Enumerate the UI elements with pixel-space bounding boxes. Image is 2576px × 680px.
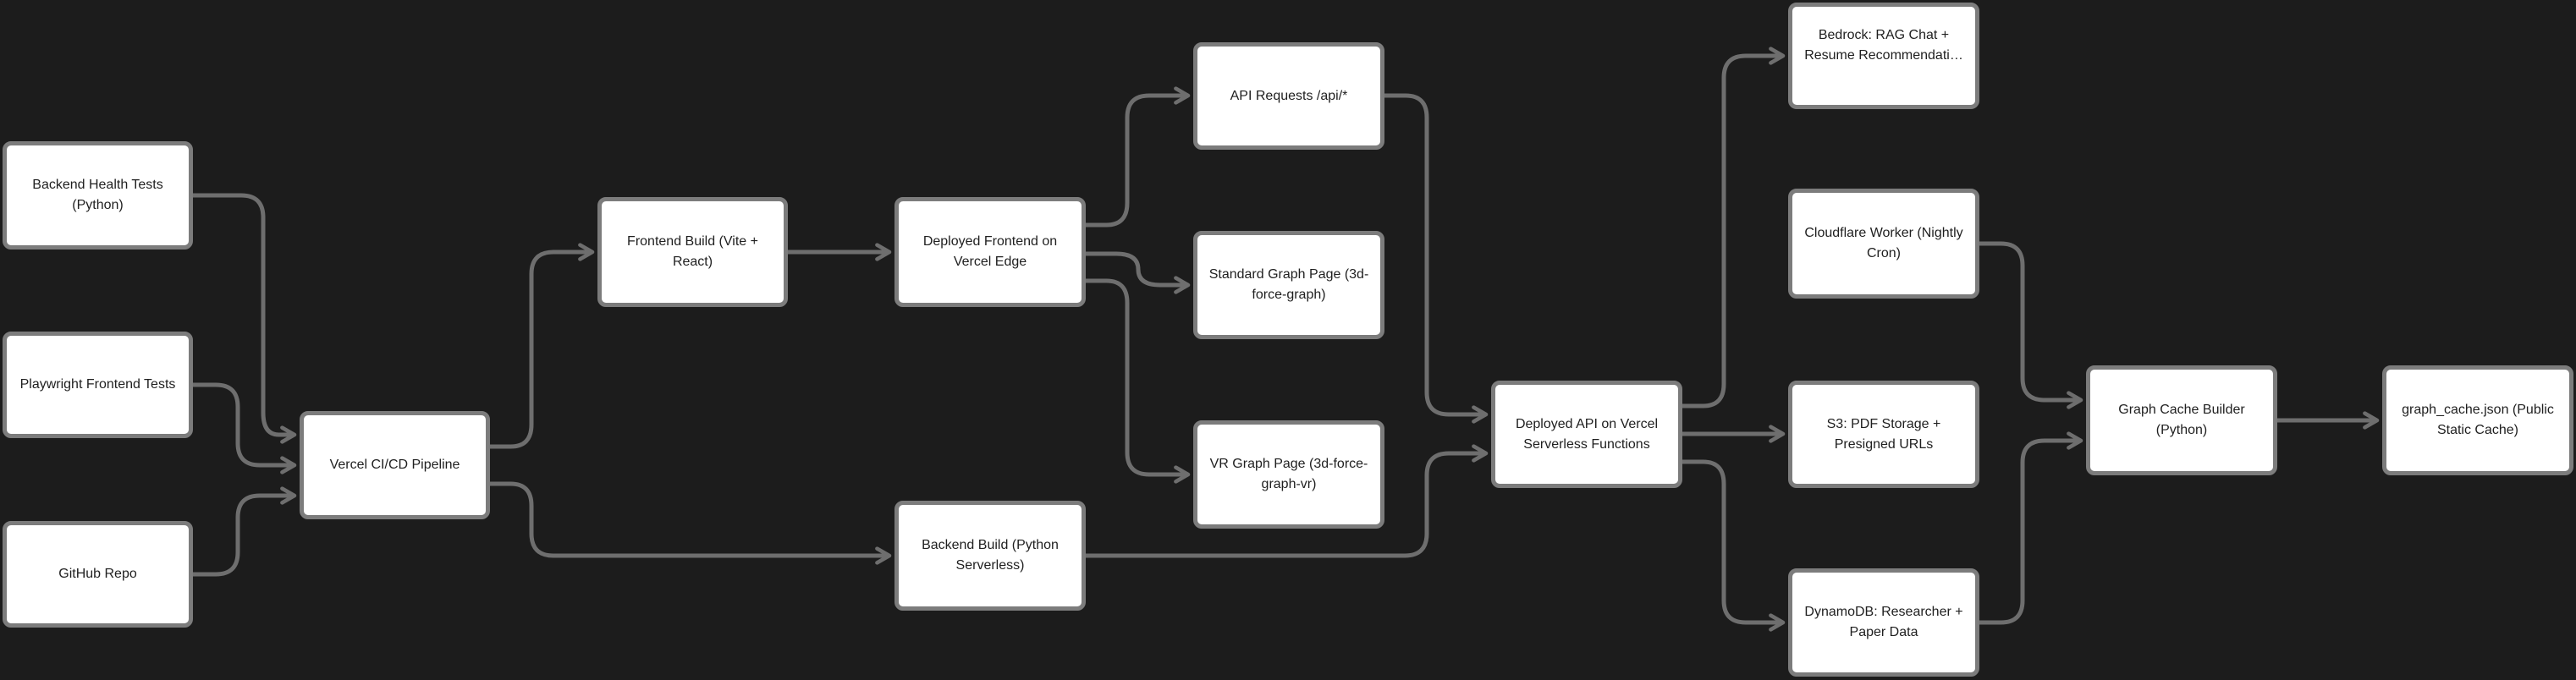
node-label: S3: PDF Storage + Presigned URLs — [1826, 416, 1941, 452]
node-label: graph_cache.json (Public Static Cache) — [2402, 403, 2554, 437]
node-frontend-build[interactable]: Frontend Build (Vite + React) — [597, 197, 788, 307]
node-graph-cache-builder[interactable]: Graph Cache Builder (Python) — [2086, 365, 2277, 475]
node-vercel-cicd-pipeline[interactable]: Vercel CI/CD Pipeline — [300, 411, 490, 519]
node-label: API Requests /api/* — [1230, 88, 1348, 103]
node-label: Deployed Frontend on Vercel Edge — [922, 234, 1058, 269]
node-label: Standard Graph Page (3d-force-graph) — [1208, 267, 1369, 302]
node-api-requests[interactable]: API Requests /api/* — [1193, 42, 1384, 150]
edge-deployed-frontend-to-vr-graph-page — [1086, 278, 1191, 484]
node-label: Bedrock: RAG Chat + Resume Recommendati… — [1804, 28, 1963, 63]
node-label: Backend Build (Python Serverless) — [922, 538, 1059, 573]
edge-api-requests-to-deployed-api — [1384, 93, 1489, 424]
edge-playwright-frontend-tests-to-vercel-cicd-pipeline — [193, 382, 297, 474]
edge-dynamodb-to-graph-cache-builder — [1979, 431, 2083, 625]
node-dynamodb[interactable]: DynamoDB: Researcher + Paper Data — [1788, 568, 1979, 677]
edge-cloudflare-worker-to-graph-cache-builder — [1979, 241, 2083, 409]
node-standard-graph-page[interactable]: Standard Graph Page (3d-force-graph) — [1193, 231, 1384, 339]
edge-backend-health-tests-to-vercel-cicd-pipeline — [193, 193, 297, 444]
edge-vercel-cicd-pipeline-to-frontend-build — [490, 243, 595, 449]
node-vr-graph-page[interactable]: VR Graph Page (3d-force-graph-vr) — [1193, 420, 1384, 529]
edge-backend-build-to-deployed-api — [1086, 444, 1489, 558]
node-label: DynamoDB: Researcher + Paper Data — [1804, 605, 1963, 639]
edge-deployed-frontend-to-standard-graph-page — [1086, 251, 1191, 294]
node-backend-health-tests[interactable]: Backend Health Tests (Python) — [3, 141, 193, 250]
node-label: Backend Health Tests (Python) — [32, 178, 163, 212]
node-deployed-api[interactable]: Deployed API on Vercel Serverless Functi… — [1491, 381, 1682, 488]
node-graph-cache-json[interactable]: graph_cache.json (Public Static Cache) — [2382, 365, 2573, 475]
edge-deployed-api-to-bedrock — [1682, 47, 1786, 409]
node-label: GitHub Repo — [58, 567, 137, 581]
node-label: Vercel CI/CD Pipeline — [329, 458, 460, 472]
edge-github-repo-to-vercel-cicd-pipeline — [193, 486, 297, 577]
node-label: Playwright Frontend Tests — [19, 377, 176, 392]
node-label: Frontend Build (Vite + React) — [627, 234, 758, 269]
edge-deployed-api-to-dynamodb — [1682, 459, 1786, 632]
node-github-repo[interactable]: GitHub Repo — [3, 521, 193, 628]
node-s3-storage[interactable]: S3: PDF Storage + Presigned URLs — [1788, 381, 1979, 488]
node-cloudflare-worker[interactable]: Cloudflare Worker (Nightly Cron) — [1788, 189, 1979, 299]
node-deployed-frontend[interactable]: Deployed Frontend on Vercel Edge — [894, 197, 1086, 307]
node-label: Graph Cache Builder (Python) — [2118, 403, 2245, 437]
node-label: VR Graph Page (3d-force-graph-vr) — [1209, 457, 1368, 491]
node-label: Cloudflare Worker (Nightly Cron) — [1804, 226, 1963, 260]
node-playwright-frontend-tests[interactable]: Playwright Frontend Tests — [3, 332, 193, 438]
node-label: Deployed API on Vercel Serverless Functi… — [1515, 416, 1659, 452]
edge-vercel-cicd-pipeline-to-backend-build — [490, 481, 892, 565]
node-bedrock[interactable]: Bedrock: RAG Chat + Resume Recommendati… — [1788, 3, 1979, 109]
node-backend-build[interactable]: Backend Build (Python Serverless) — [894, 501, 1086, 611]
edge-deployed-frontend-to-api-requests — [1086, 86, 1191, 228]
